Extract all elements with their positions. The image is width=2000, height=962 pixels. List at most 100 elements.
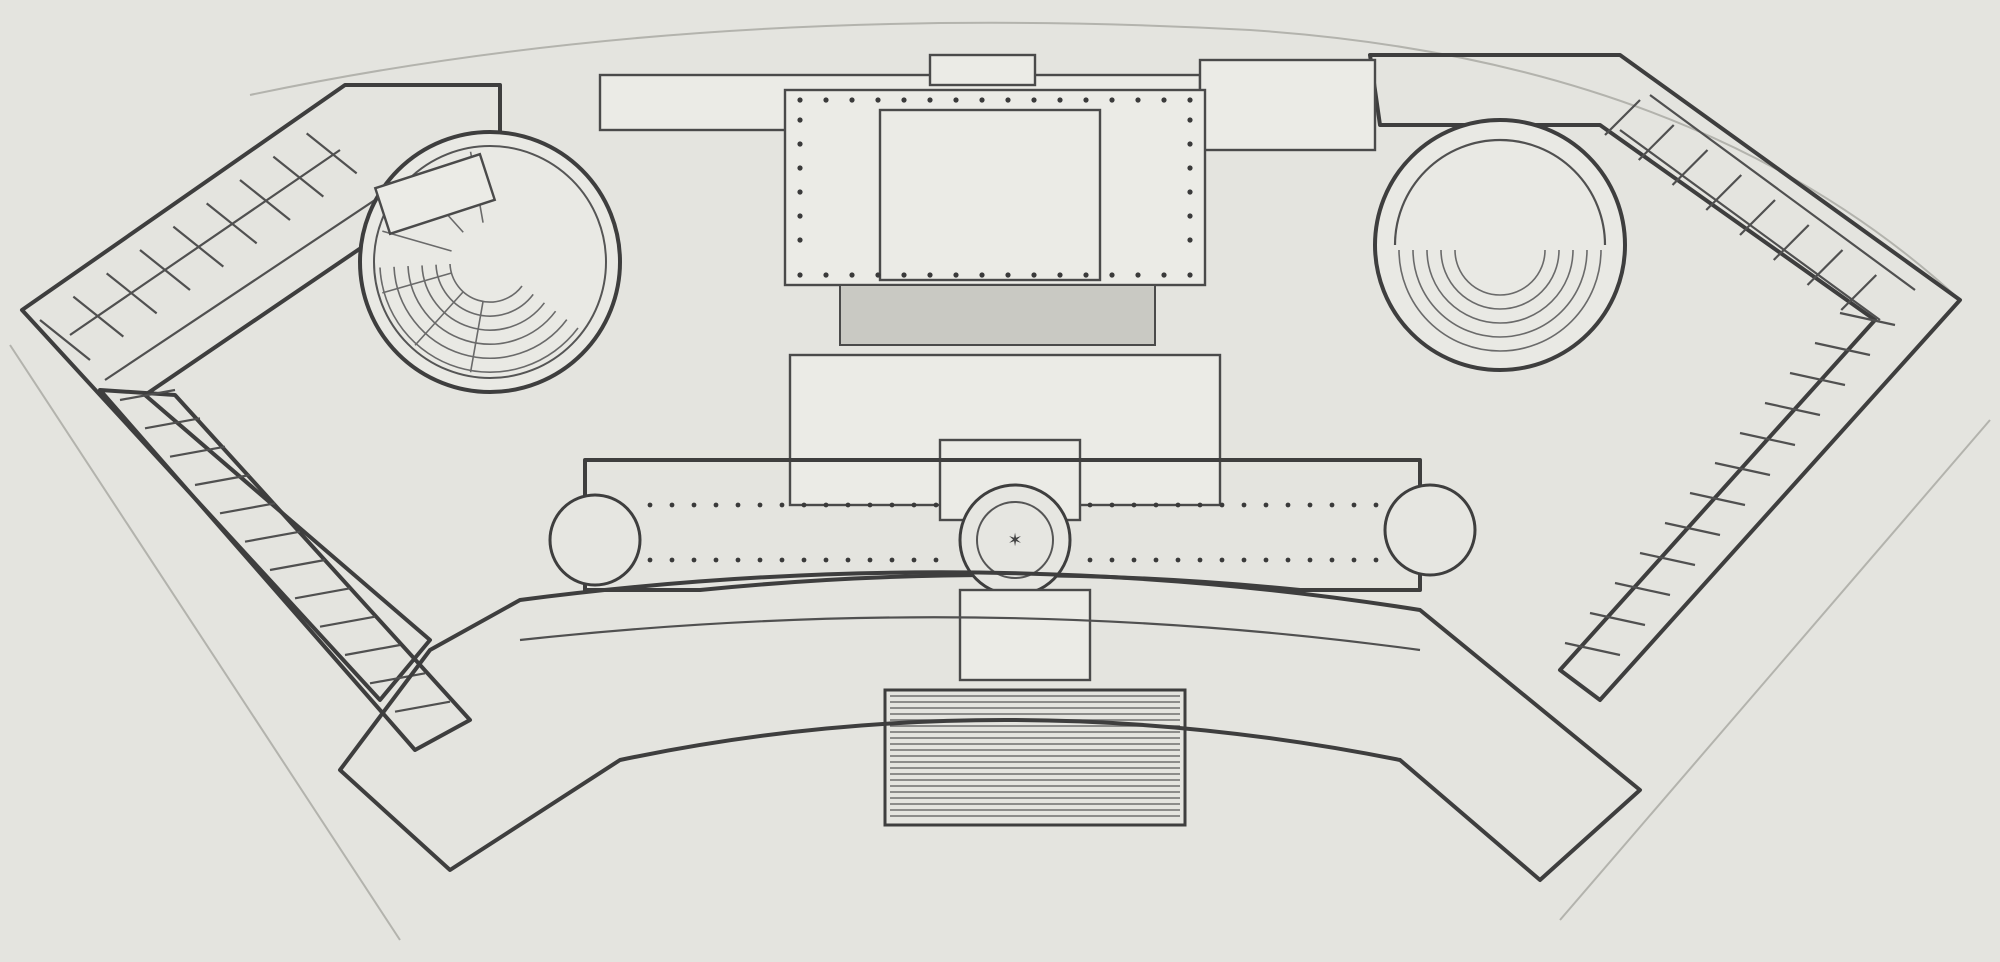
gallery-column (1241, 557, 1247, 563)
hall-column (823, 272, 829, 278)
hall-column (1109, 272, 1115, 278)
gallery-column (1087, 502, 1093, 508)
hall-column (1187, 141, 1193, 147)
hall-column (1083, 272, 1089, 278)
forecourt (839, 284, 1156, 346)
left-stage (373, 152, 497, 236)
left-lower-divider (194, 473, 251, 487)
entrance-stairs (883, 688, 1187, 827)
gallery-column (1329, 502, 1335, 508)
gallery-column (889, 502, 895, 508)
right-auditorium-seats (1398, 249, 1602, 352)
right-pavilion (1383, 483, 1477, 577)
terrace-inner-line (519, 616, 1421, 652)
hall-column (875, 272, 881, 278)
right-ground-edge (1559, 419, 1991, 921)
gallery-column (1109, 502, 1115, 508)
gallery-column (757, 557, 763, 563)
right-wing (1368, 53, 1962, 702)
right-wing-outline (1368, 53, 1962, 702)
left-seat-row (393, 266, 568, 359)
gallery-column (1175, 557, 1181, 563)
gallery-column (691, 557, 697, 563)
gallery-column (1197, 557, 1203, 563)
top-right-rooms (1198, 58, 1377, 152)
hall-column (797, 189, 803, 195)
gallery-column (1153, 557, 1159, 563)
top-entry (928, 53, 1037, 87)
gallery-column (1373, 502, 1379, 508)
right-auditorium (1373, 118, 1627, 372)
hall-column (849, 272, 855, 278)
left-lower-divider (394, 700, 451, 713)
right-lower-divider (1839, 311, 1896, 327)
left-seat-row (449, 263, 523, 303)
left-lower-divider (294, 587, 351, 600)
left-auditorium-wall (358, 130, 622, 394)
gallery-column (867, 502, 873, 508)
gallery-column (1109, 557, 1115, 563)
hall-column (1109, 97, 1115, 103)
hall-column (1187, 117, 1193, 123)
right-room-divider (1772, 224, 1810, 261)
hall-column (875, 97, 881, 103)
hall-column (979, 272, 985, 278)
great-hall-nave (878, 108, 1102, 282)
gallery-column (669, 502, 675, 508)
hall-column (1057, 272, 1063, 278)
right-seat-row (1412, 249, 1588, 338)
stair-frame (883, 688, 1187, 827)
gallery-column (1307, 502, 1313, 508)
right-lower-divider (1664, 521, 1721, 537)
gallery-column (845, 557, 851, 563)
hall-column (953, 97, 959, 103)
hall-column (927, 97, 933, 103)
gallery-column (779, 557, 785, 563)
gallery-column (1219, 557, 1225, 563)
left-lower-divider (244, 530, 301, 543)
hall-column (797, 213, 803, 219)
hall-column (797, 165, 803, 171)
right-seat-row (1440, 249, 1560, 310)
left-room-divider (239, 179, 291, 221)
hall-column (1187, 272, 1193, 278)
gallery-column (1131, 557, 1137, 563)
left-room-divider (272, 155, 325, 198)
hall-column (1187, 97, 1193, 103)
terrace (338, 570, 1642, 882)
right-seat-row (1426, 249, 1574, 324)
gallery-column (1087, 557, 1093, 563)
left-seat-aisle (382, 230, 452, 252)
right-lower-divider (1614, 581, 1671, 597)
gallery-column (1285, 502, 1291, 508)
terrace-outline (338, 570, 1642, 882)
hall-column (1031, 97, 1037, 103)
gallery-column (933, 502, 939, 508)
right-auditorium-stage (1393, 138, 1607, 246)
gallery-column (647, 557, 653, 563)
great-hall-columns (797, 97, 1193, 278)
gallery-column (1351, 502, 1357, 508)
hall-column (901, 272, 907, 278)
left-seat-aisle (469, 301, 484, 373)
right-auditorium-wall (1373, 118, 1627, 372)
left-lower-divider (119, 388, 176, 402)
right-lower-divider (1739, 431, 1796, 447)
hall-column (1161, 272, 1167, 278)
gallery-column (1329, 557, 1335, 563)
right-room-divider (1604, 99, 1641, 136)
right-lower-divider (1564, 641, 1621, 657)
left-lower-divider (269, 558, 326, 572)
left-auditorium-inner (373, 145, 607, 379)
hall-column (797, 237, 803, 243)
paper-edge-shadow (249, 21, 1961, 301)
right-lower-divider (1589, 611, 1646, 627)
left-room-divider (139, 249, 191, 291)
right-wing-rooms (1604, 99, 1878, 311)
gallery-column (1241, 502, 1247, 508)
right-room-divider (1637, 124, 1675, 161)
hall-column (901, 97, 907, 103)
gallery-column (845, 502, 851, 508)
right-lower-rooms (1564, 311, 1896, 657)
